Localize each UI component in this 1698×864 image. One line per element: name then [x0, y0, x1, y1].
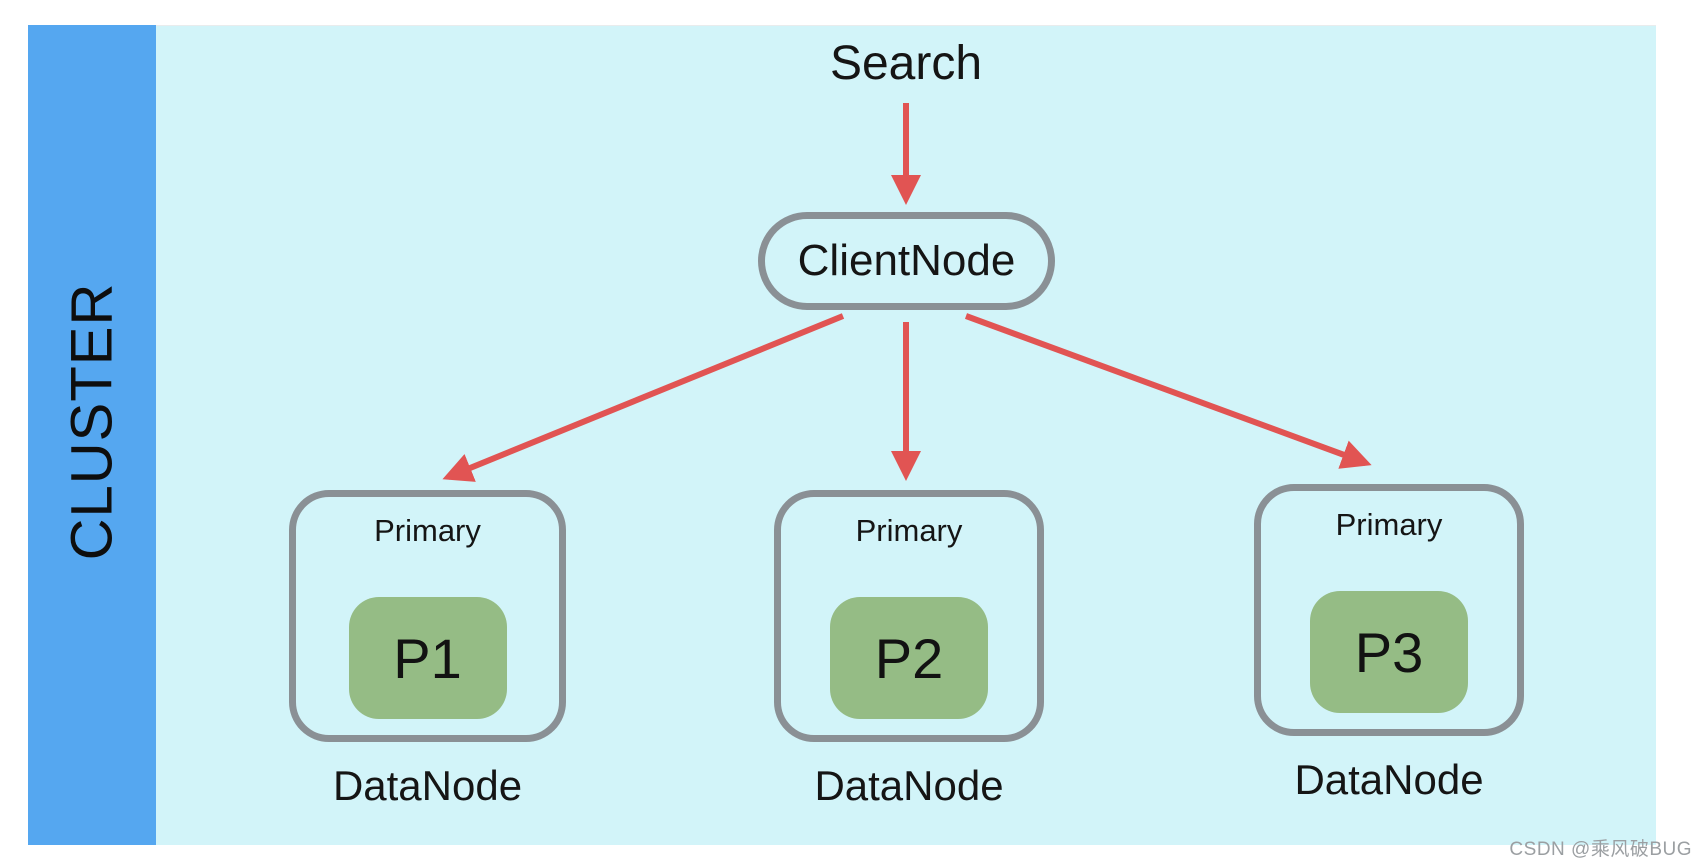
primary-shard-chip-p1: P1: [348, 597, 507, 719]
watermark: CSDN @乘风破BUG: [1509, 839, 1692, 860]
data-node-label-2: DataNode: [814, 762, 1004, 809]
cluster-label: CLUSTER: [59, 282, 125, 560]
data-node-label-1: DataNode: [332, 762, 523, 809]
data-node-box-2: Primary P2: [774, 490, 1044, 742]
data-node-group-1: Primary P1 DataNode: [289, 490, 566, 809]
data-node-group-2: Primary P2 DataNode: [774, 490, 1044, 809]
data-node-box-3: Primary P3: [1254, 484, 1524, 736]
data-node-box-1: Primary P1: [289, 490, 566, 742]
cluster-sidebar: CLUSTER: [28, 25, 156, 845]
primary-label: Primary: [1335, 507, 1443, 542]
search-label: Search: [829, 37, 983, 90]
shard-label-p3: P3: [1354, 620, 1424, 684]
data-node-label-3: DataNode: [1294, 756, 1484, 803]
shard-label-p2: P2: [874, 626, 944, 690]
client-node-label: ClientNode: [797, 236, 1016, 285]
shard-label-p1: P1: [393, 626, 462, 690]
primary-label: Primary: [374, 513, 481, 548]
client-node: ClientNode: [758, 212, 1055, 310]
primary-label: Primary: [855, 513, 963, 548]
primary-shard-chip-p2: P2: [830, 597, 988, 719]
data-node-group-3: Primary P3 DataNode: [1254, 484, 1524, 803]
primary-shard-chip-p3: P3: [1310, 591, 1468, 713]
